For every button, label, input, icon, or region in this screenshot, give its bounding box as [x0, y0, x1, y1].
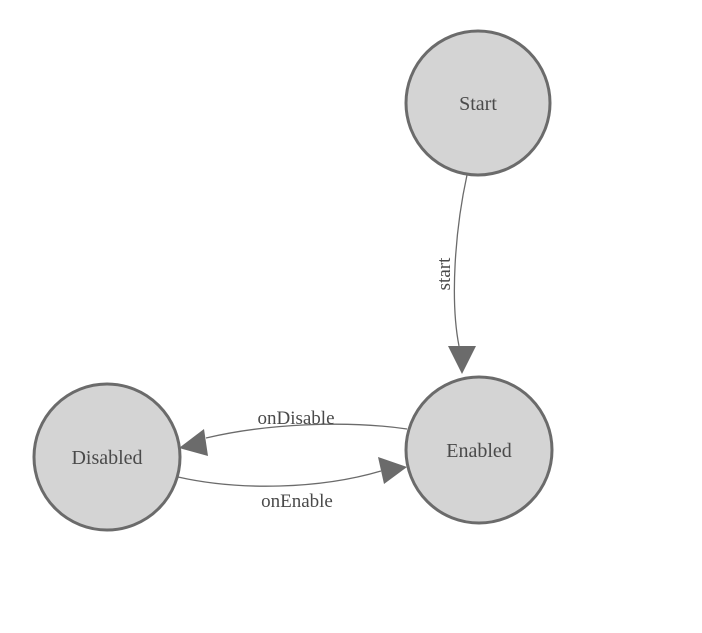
state-circle-disabled[interactable]: [32, 382, 182, 532]
edge-start-to-enabled: start: [434, 174, 476, 374]
edge-enabled-to-disabled: onDisable: [179, 408, 408, 456]
edge-label-start: start: [434, 257, 455, 290]
arrowhead-right-icon: [378, 457, 407, 484]
edge-line-start: [453, 174, 468, 347]
arrowhead-down-icon: [448, 346, 476, 374]
edge-disabled-to-enabled: onEnable: [177, 457, 407, 512]
state-circle-enabled[interactable]: [404, 375, 554, 525]
arrowhead-left-icon: [179, 429, 208, 456]
state-node-start[interactable]: Start: [404, 29, 552, 177]
state-label-start: Start: [459, 93, 497, 115]
edge-line-ondisable: [205, 423, 408, 439]
state-circle-start[interactable]: [404, 29, 552, 177]
state-label-enabled: Enabled: [446, 440, 512, 462]
state-label-disabled: Disabled: [71, 447, 142, 469]
edge-label-onenable: onEnable: [261, 491, 333, 512]
edge-label-ondisable: onDisable: [257, 408, 334, 429]
state-node-enabled[interactable]: Enabled: [404, 375, 554, 525]
state-node-disabled[interactable]: Disabled: [32, 382, 182, 532]
edge-line-onenable: [177, 470, 382, 487]
